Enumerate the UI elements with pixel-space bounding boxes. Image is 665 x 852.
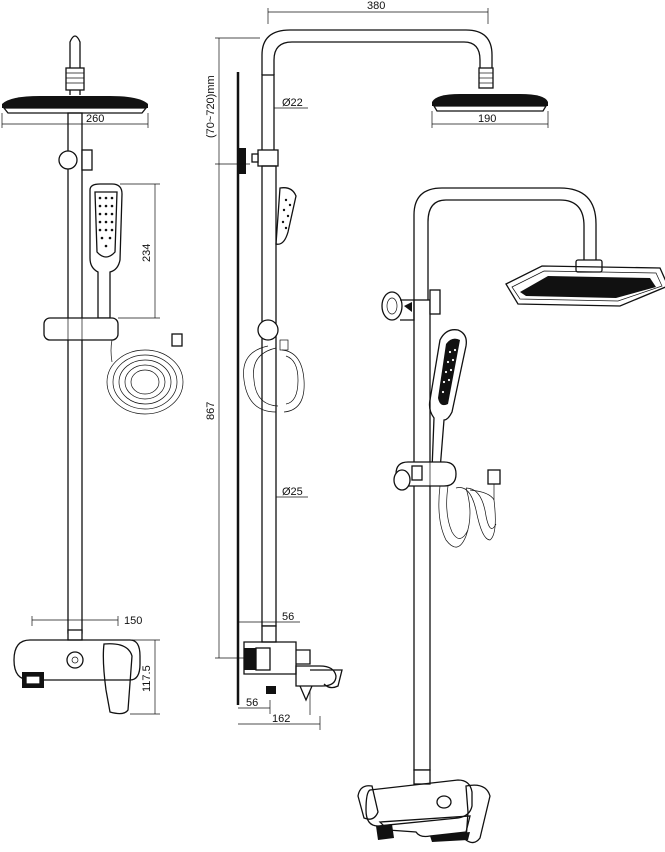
side-view: 380 190 Ø22 (70~720)mm 86: [205, 0, 549, 730]
perspective-shower-arm: [413, 187, 597, 300]
perspective-view: [357, 187, 665, 844]
dim-pipe-bottom-dia: Ø25: [282, 486, 303, 498]
dim-head-width-front: 260: [86, 113, 104, 125]
dim-wall-offset-bottom: 56: [246, 697, 258, 709]
front-view: 260 234: [1, 35, 184, 715]
dim-mixer-depth: 150: [124, 615, 142, 627]
perspective-hand-shower: [428, 329, 467, 471]
dim-total-height: 867: [205, 402, 217, 420]
dim-hand-shower-length: 234: [141, 244, 153, 262]
front-rain-head: [2, 96, 148, 108]
perspective-hose: [438, 484, 497, 548]
perspective-rain-head: [505, 265, 665, 307]
dim-head-width-side: 190: [478, 113, 496, 125]
front-slider: [43, 317, 119, 341]
dim-mixer-height: 117.5: [141, 665, 153, 692]
front-hose: [106, 338, 184, 415]
front-hand-shower: [89, 183, 123, 319]
side-rain-head: [432, 94, 548, 106]
side-shower-arm: [261, 29, 493, 75]
dim-wall-offset-top: 56: [282, 611, 294, 623]
dim-height-adjust: (70~720)mm: [205, 75, 217, 138]
dim-arm-reach: 380: [367, 0, 385, 12]
dim-pipe-top-dia: Ø22: [282, 97, 303, 109]
dim-mixer-projection: 162: [272, 713, 290, 725]
